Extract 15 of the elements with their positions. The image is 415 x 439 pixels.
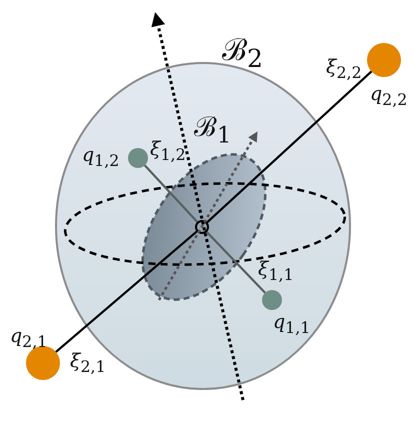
set-label: ℬ$_{1}$ <box>194 114 232 147</box>
connector-line <box>144 164 198 223</box>
center-ring <box>195 220 209 234</box>
connector-line <box>55 230 198 353</box>
point-label: q$_{2,2}$ <box>370 85 408 108</box>
point-label: q$_{1,1}$ <box>273 313 310 336</box>
edge-label: ξ$_{1,2}$ <box>150 140 186 163</box>
edge-label: ξ$_{2,1}$ <box>70 352 106 375</box>
connector-line <box>206 231 266 294</box>
connector-line <box>206 70 372 224</box>
point-label: q$_{2,1}$ <box>10 327 48 350</box>
point-label: q$_{1,2}$ <box>82 146 120 169</box>
set-label: ℬ$_{2}$ <box>222 36 263 71</box>
edge-label: ξ$_{2,2}$ <box>326 58 362 81</box>
edge-label: ξ$_{1,1}$ <box>258 260 294 283</box>
